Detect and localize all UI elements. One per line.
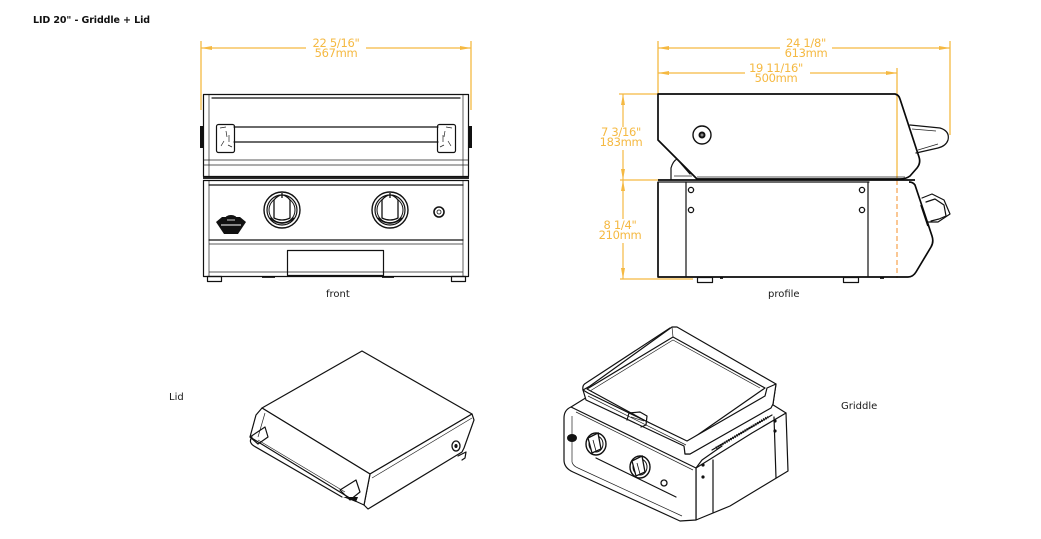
profile-overall-depth-dimension: 24 1/8" 613mm [657, 36, 951, 135]
griddle-plate [582, 326, 777, 455]
lid-isometric-view [249, 350, 475, 510]
profile-view: 24 1/8" 613mm 19 11/16" 500mm 7 3/16" 18… [599, 36, 951, 284]
front-hinge-left [200, 126, 204, 148]
profile-overall-depth-metric: 613mm [785, 46, 828, 60]
front-logo-badge-icon [216, 215, 246, 234]
front-lid-handle [215, 123, 457, 154]
griddle-knob-right-icon [629, 455, 651, 479]
front-base [202, 177, 470, 283]
front-hinge-right [468, 126, 472, 148]
front-foot-left [206, 275, 223, 283]
lid-view-label: Lid [169, 392, 184, 403]
front-width-dimension: 22 5/16" 567mm [200, 36, 472, 110]
front-width-arrow-left [201, 46, 212, 50]
profile-body-depth-dimension: 19 11/16" 500mm [658, 61, 898, 278]
profile-base-height-metric: 210mm [599, 228, 642, 242]
front-view: 22 5/16" 567mm [200, 36, 472, 283]
griddle-isometric-view [563, 326, 789, 522]
profile-base-height-dimension: 8 1/4" 210mm [599, 180, 693, 280]
profile-base [657, 179, 951, 284]
front-drip-tray [286, 249, 385, 277]
profile-lid-height-metric: 183mm [600, 135, 643, 149]
profile-knob-icon [920, 193, 951, 227]
front-lid [202, 93, 470, 178]
front-width-metric: 567mm [315, 46, 358, 60]
profile-view-label: profile [768, 289, 800, 300]
profile-base-height-imperial: 8 1/4" [604, 218, 637, 232]
front-knob-left-icon [263, 191, 301, 229]
profile-body-depth-metric: 500mm [755, 71, 798, 85]
profile-lid-height-dimension: 7 3/16" 183mm [600, 93, 658, 181]
profile-lid [657, 93, 949, 180]
front-width-imperial: 22 5/16" [312, 36, 359, 50]
griddle-logo-badge-icon [567, 434, 577, 442]
front-foot-right [450, 275, 467, 283]
griddle-base [563, 392, 789, 522]
profile-lid-handle [909, 124, 949, 154]
profile-overall-depth-imperial: 24 1/8" [786, 36, 826, 50]
front-view-label: front [326, 289, 350, 300]
griddle-igniter-icon [660, 479, 668, 487]
profile-lid-height-imperial: 7 3/16" [601, 125, 641, 139]
profile-screw-icons [687, 186, 866, 214]
front-igniter-button-icon [433, 206, 445, 218]
lid-side-knob-icon [451, 440, 461, 452]
page-title: LID 20" - Griddle + Lid [33, 15, 150, 26]
front-width-arrow-right [460, 46, 471, 50]
profile-lid-knob-icon [692, 125, 712, 145]
front-knob-right-icon [371, 191, 409, 229]
griddle-view-label: Griddle [841, 401, 878, 412]
griddle-knob-left-icon [585, 432, 607, 456]
profile-body-depth-imperial: 19 11/16" [749, 61, 803, 75]
